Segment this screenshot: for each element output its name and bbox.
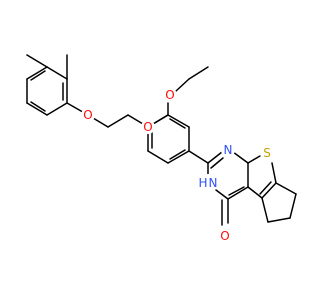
bond [247, 186, 263, 199]
bond [46, 66, 68, 80]
bond-inner [228, 186, 245, 196]
bond [175, 78, 190, 92]
bond-inner [30, 101, 46, 112]
n-pyrimidine-label: N [224, 143, 233, 157]
s-thiophene-label: S [263, 146, 271, 160]
bond [215, 189, 229, 200]
bond [107, 114, 129, 128]
bond [167, 150, 190, 164]
o-ether-2-label: O [143, 120, 152, 134]
o-ether-1-label: O [83, 108, 92, 122]
bond [188, 150, 209, 164]
bond [267, 217, 291, 223]
bond [188, 66, 209, 80]
bond [247, 155, 261, 164]
bond [261, 197, 269, 223]
atom-o-aryl-ether: O [141, 120, 155, 134]
bond [26, 66, 48, 80]
nh-amide-h-label: H [198, 176, 207, 190]
o-ethoxy-label: O [165, 88, 174, 102]
atom-o-carbonyl: O [218, 229, 232, 243]
bond [147, 150, 169, 164]
bond [232, 151, 249, 164]
bond [26, 102, 48, 116]
atom-labels: O O O N S N H O [81, 88, 274, 243]
bond [261, 182, 277, 199]
bond-inner [259, 181, 272, 195]
atom-s-thiophene: S [260, 146, 274, 160]
background [0, 0, 300, 300]
bond-inner [169, 118, 186, 129]
bond-inner [30, 70, 46, 81]
atom-nh-amide: N H [198, 174, 217, 192]
bond [227, 186, 249, 200]
nh-amide-n-label: N [209, 176, 218, 190]
bond [275, 182, 297, 195]
bond-inner [169, 149, 186, 160]
molecule-structure-diagram: O O O N S N H O [0, 0, 300, 300]
atom-o-ethoxy: O [163, 88, 177, 102]
bond [46, 102, 68, 116]
bond [271, 162, 277, 184]
bond [207, 151, 223, 164]
bond [167, 114, 190, 128]
bond-inner [210, 157, 224, 169]
o-carbonyl-label: O [220, 229, 229, 243]
bonds [26, 54, 297, 226]
bond [289, 193, 297, 219]
bond [26, 54, 48, 68]
atom-n-pyrimidine: N [221, 143, 235, 157]
atom-o-ether-1: O [81, 108, 95, 122]
